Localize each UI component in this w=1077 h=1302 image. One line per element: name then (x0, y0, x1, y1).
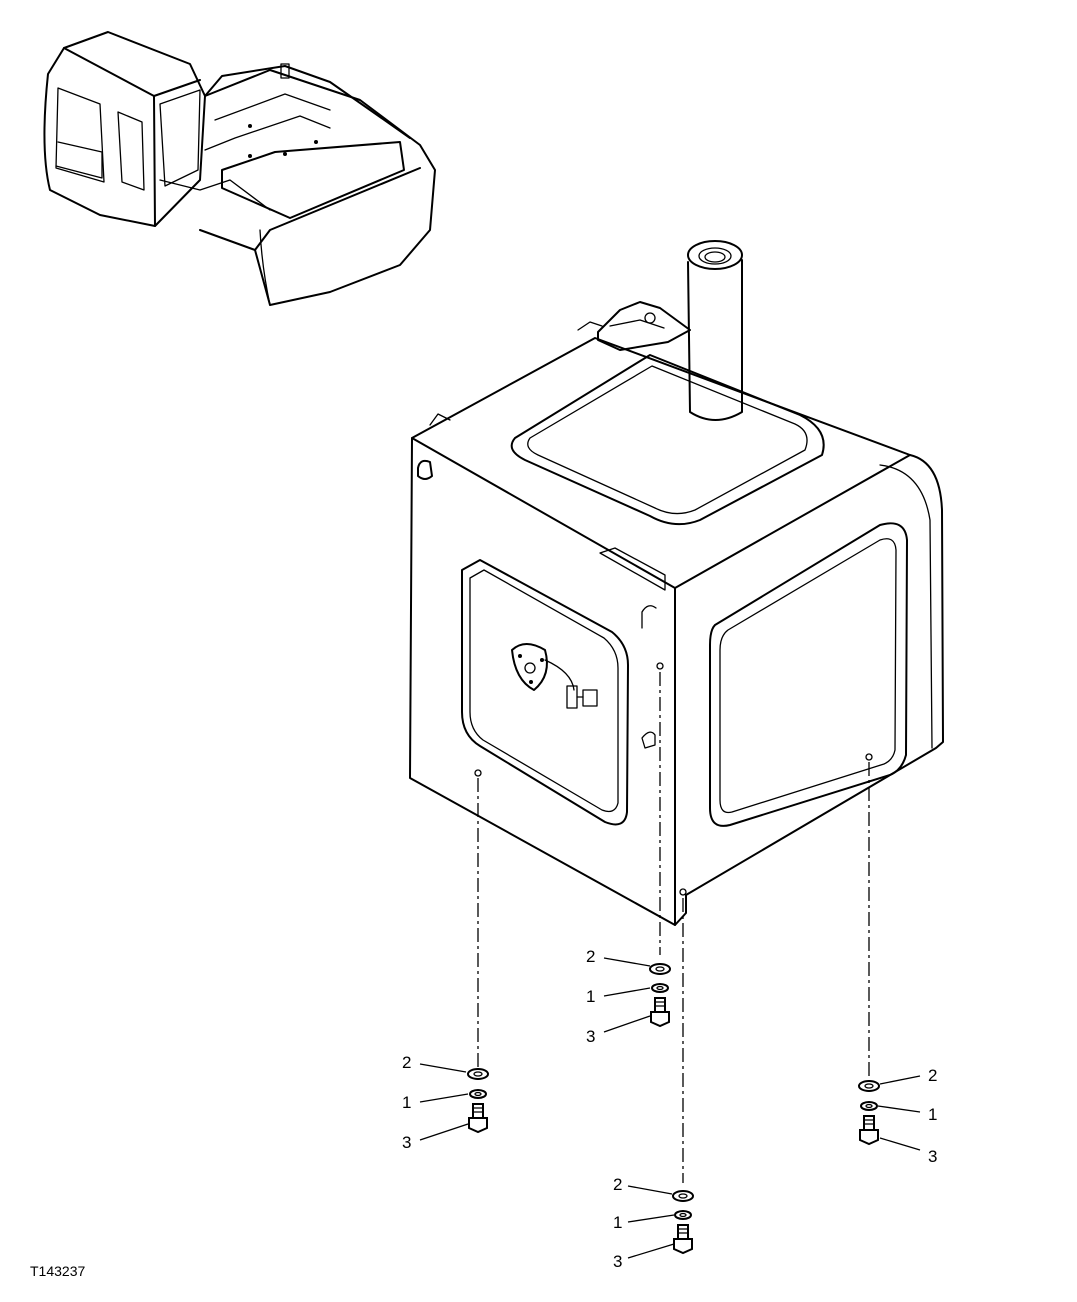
callout-1: 1 (613, 1213, 622, 1232)
bolt-3 (468, 1103, 488, 1134)
callout-3: 3 (928, 1147, 937, 1166)
callout-3: 3 (586, 1027, 595, 1046)
bolt-3 (673, 1224, 693, 1255)
washer-2 (467, 1068, 489, 1080)
tank-assembly (409, 240, 944, 926)
callout-1: 1 (586, 987, 595, 1006)
hardware-group-left: 2 1 3 (402, 1053, 489, 1152)
lock-washer-1 (651, 983, 669, 993)
lock-washer-1 (469, 1089, 487, 1099)
callout-1: 1 (402, 1093, 411, 1112)
washer-2 (649, 963, 671, 975)
callout-1: 1 (928, 1105, 937, 1124)
callout-2: 2 (928, 1066, 937, 1085)
lock-washer-1 (674, 1210, 692, 1220)
washer-2 (672, 1190, 694, 1202)
hardware-group-upper: 2 1 3 (586, 947, 671, 1046)
figure-id: T143237 (30, 1263, 85, 1279)
centerlines (477, 672, 870, 1183)
bolt-3 (650, 997, 670, 1028)
hardware-group-right: 2 1 3 (858, 1066, 937, 1166)
callout-3: 3 (402, 1133, 411, 1152)
washer-2 (858, 1080, 880, 1092)
hardware-group-lower: 2 1 3 (613, 1175, 694, 1271)
excavator-locator-view (43, 31, 436, 306)
callout-2: 2 (402, 1053, 411, 1072)
callout-2: 2 (613, 1175, 622, 1194)
bolt-3 (859, 1115, 879, 1146)
callout-2: 2 (586, 947, 595, 966)
lock-washer-1 (860, 1101, 878, 1111)
callout-3: 3 (613, 1252, 622, 1271)
